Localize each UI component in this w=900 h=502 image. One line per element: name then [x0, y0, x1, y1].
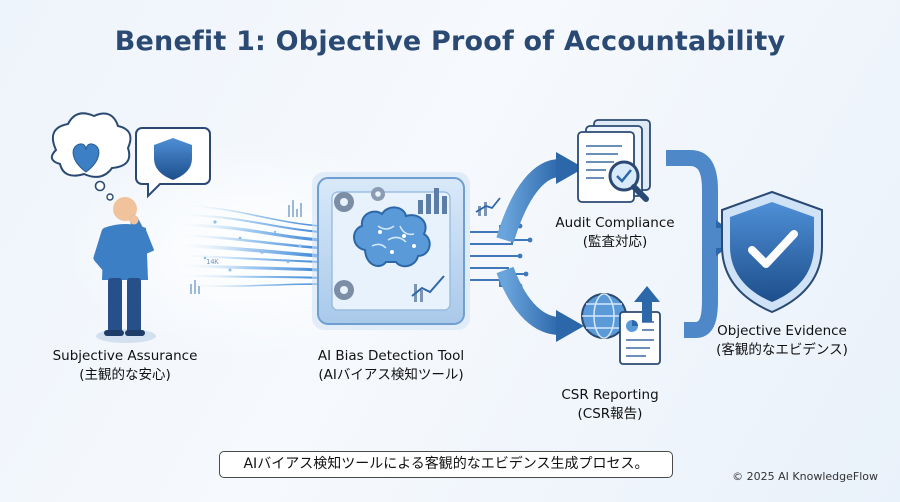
tool-label-en: AI Bias Detection Tool — [317, 348, 465, 364]
arrow-csr-to-evidence — [684, 262, 718, 338]
check-icon — [748, 230, 798, 268]
line-chart-icon — [411, 275, 445, 302]
evidence-shield-icon — [721, 190, 823, 314]
audit-label-en: Audit Compliance — [555, 215, 675, 231]
magnifier-icon — [608, 160, 649, 202]
arrow-to-csr — [496, 266, 584, 342]
subjective-assurance-label: Subjective Assurance (主観的な安心) — [30, 347, 220, 385]
audit-compliance-label: Audit Compliance (監査対応) — [540, 214, 690, 252]
brain-icon — [353, 206, 431, 268]
page-title: Benefit 1: Objective Proof of Accountabi… — [114, 26, 786, 57]
bar-chart-icon — [418, 188, 447, 214]
report-document-icon — [619, 311, 661, 365]
caption-box: AIバイアス検知ツールによる客観的なエビデンス生成プロセス。 — [219, 451, 673, 478]
evidence-label-ja: (客観的なエビデンス) — [716, 342, 848, 358]
subjective-label-en: Subjective Assurance — [52, 348, 198, 364]
stream-particles — [203, 220, 302, 272]
circuit-nodes — [517, 223, 533, 289]
stream-mini-bars — [190, 200, 302, 294]
gear-icon — [334, 192, 354, 300]
csr-label-en: CSR Reporting — [561, 387, 659, 403]
trend-icon — [475, 197, 501, 216]
ai-tool-chip — [312, 172, 470, 330]
data-stream — [173, 204, 322, 287]
stream-tick-label: 14K — [206, 258, 219, 266]
csr-label-ja: (CSR報告) — [577, 406, 643, 422]
objective-evidence-label: Objective Evidence (客観的なエビデンス) — [692, 322, 872, 360]
csr-reporting-label: CSR Reporting (CSR報告) — [550, 386, 670, 424]
audit-document-icon — [577, 119, 651, 203]
ai-tool-label: AI Bias Detection Tool (AIバイアス検知ツール) — [296, 347, 486, 385]
heart-icon — [72, 143, 100, 173]
speech-bubble — [135, 127, 211, 199]
arrow-to-audit — [496, 152, 584, 243]
subjective-label-ja: (主観的な安心) — [79, 367, 171, 383]
upload-arrow-icon — [634, 286, 660, 322]
arrow-audit-to-evidence — [666, 150, 718, 210]
thought-bubble — [50, 112, 132, 201]
evidence-label-en: Objective Evidence — [717, 323, 847, 339]
copyright: © 2025 AI KnowledgeFlow — [732, 470, 878, 483]
shield-icon — [154, 138, 192, 180]
audit-label-ja: (監査対応) — [582, 234, 648, 250]
person-figure — [93, 197, 156, 343]
tool-label-ja: (AIバイアス検知ツール) — [318, 367, 464, 383]
